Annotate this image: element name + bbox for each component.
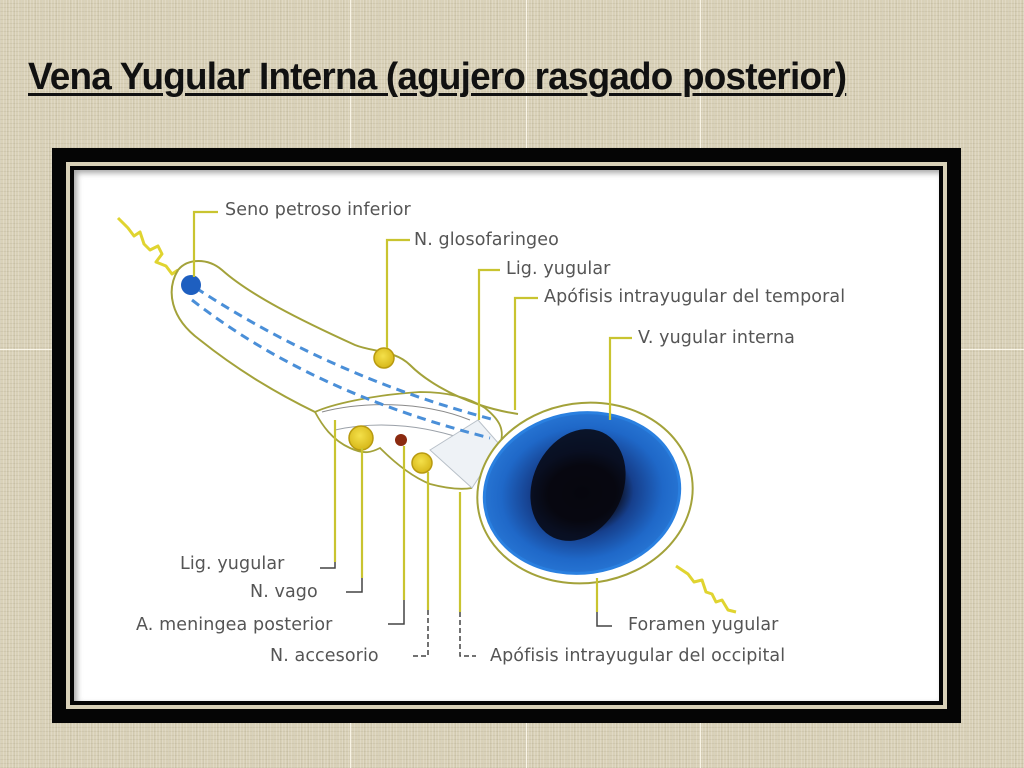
label-lig-yugular-top: Lig. yugular <box>506 259 611 279</box>
leader-lines <box>192 210 632 612</box>
label-a-meningea-posterior: A. meningea posterior <box>136 615 333 635</box>
label-apofisis-intrayugular-occipital: Apófisis intrayugular del occipital <box>490 646 786 666</box>
label-seno-petroso-inferior: Seno petroso inferior <box>225 200 411 220</box>
frame-mat: Seno petroso inferior N. glosofaringeo L… <box>66 162 947 709</box>
slide-title: Vena Yugular Interna (agujero rasgado po… <box>28 56 847 98</box>
picture-frame: Seno petroso inferior N. glosofaringeo L… <box>52 148 961 723</box>
jugular-foramen-illustration <box>116 210 737 657</box>
accessory-nerve <box>411 452 433 474</box>
leader-line-ends <box>320 562 612 657</box>
inferior-petrosal-sinus <box>181 275 201 295</box>
glossopharyngeal-nerve <box>373 347 395 369</box>
wavy-vessel-top-left <box>116 216 179 276</box>
middle-compartment-outline <box>314 391 503 490</box>
vein-dark-core <box>530 429 626 541</box>
label-lig-yugular-bottom: Lig. yugular <box>180 554 285 574</box>
label-n-vago: N. vago <box>250 582 318 602</box>
vagus-nerve <box>348 425 374 451</box>
dashed-sinus-channel <box>195 286 496 422</box>
frame-inner-border: Seno petroso inferior N. glosofaringeo L… <box>70 166 943 705</box>
inner-membrane-line <box>321 404 471 421</box>
dashed-sinus-channel <box>191 298 491 440</box>
label-foramen-yugular: Foramen yugular <box>628 615 779 635</box>
label-n-glosofaringeo: N. glosofaringeo <box>414 230 559 250</box>
petrous-channel-outline <box>170 260 519 415</box>
anatomy-diagram: Seno petroso inferior N. glosofaringeo L… <box>74 170 939 701</box>
posterior-meningeal-artery <box>395 434 407 446</box>
label-apofisis-intrayugular-temporal: Apófisis intrayugular del temporal <box>544 287 846 307</box>
label-v-yugular-interna: V. yugular interna <box>638 328 795 348</box>
wavy-vessel-bottom-right <box>675 564 737 614</box>
label-n-accesorio: N. accesorio <box>270 646 379 666</box>
